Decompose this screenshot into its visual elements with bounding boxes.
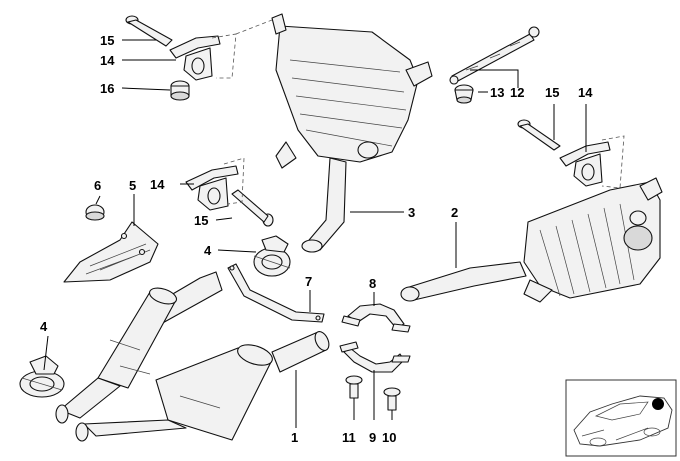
callout-14-top: 14 [100, 53, 115, 68]
location-marker-dot [652, 398, 664, 410]
callout-15-middle: 15 [194, 213, 208, 228]
callout-16: 16 [100, 81, 114, 96]
callout-15-right: 15 [545, 85, 559, 100]
callout-12: 12 [510, 85, 524, 100]
part-bolt-10 [383, 387, 401, 411]
callout-2: 2 [451, 205, 458, 220]
part-hanger-bracket-top [169, 35, 221, 81]
part-strap-clamp-upper [341, 303, 411, 333]
callout-15-top: 15 [100, 33, 114, 48]
part-support-bracket [227, 263, 325, 323]
callout-1: 1 [291, 430, 298, 445]
part-long-bolt-top [125, 15, 173, 47]
part-rubber-damper [454, 84, 474, 104]
callout-5: 5 [129, 178, 136, 193]
part-hanger-bracket-middle [185, 165, 239, 211]
callout-14-middle: 14 [150, 177, 165, 192]
part-bolt-11 [345, 375, 363, 399]
part-strap-clamp-lower [339, 341, 411, 373]
part-long-bolt-right [517, 119, 561, 151]
part-clamp-upper [253, 235, 291, 277]
callout-6: 6 [94, 178, 101, 193]
callout-13: 13 [490, 85, 504, 100]
part-long-bolt-middle [231, 189, 274, 227]
callout-4-upper: 4 [204, 243, 212, 258]
callout-4-lower: 4 [40, 319, 48, 334]
part-rear-silencer-right [400, 177, 663, 303]
callout-3: 3 [408, 205, 415, 220]
part-heat-shield [63, 221, 159, 283]
callout-8: 8 [369, 276, 376, 291]
callout-14-right: 14 [578, 85, 593, 100]
vehicle-location-inset [565, 379, 677, 457]
part-clamp-lower [19, 355, 65, 398]
part-rubber-mount [170, 80, 190, 101]
part-rubber-grommet [85, 204, 105, 221]
callout-11: 11 [342, 430, 356, 445]
callout-10: 10 [382, 430, 396, 445]
assembly-dash-lines [211, 19, 625, 205]
callout-7: 7 [305, 274, 312, 289]
part-rear-silencer-upper [271, 13, 433, 253]
callout-9: 9 [369, 430, 376, 445]
callout-labels: 15 14 16 14 15 4 6 5 4 1 3 2 7 8 11 9 10… [40, 33, 593, 445]
leader-lines [43, 39, 587, 428]
part-hanger-bracket-right [559, 141, 611, 187]
part-hanger-rod [449, 26, 540, 85]
part-center-muffler-assembly [55, 271, 330, 442]
